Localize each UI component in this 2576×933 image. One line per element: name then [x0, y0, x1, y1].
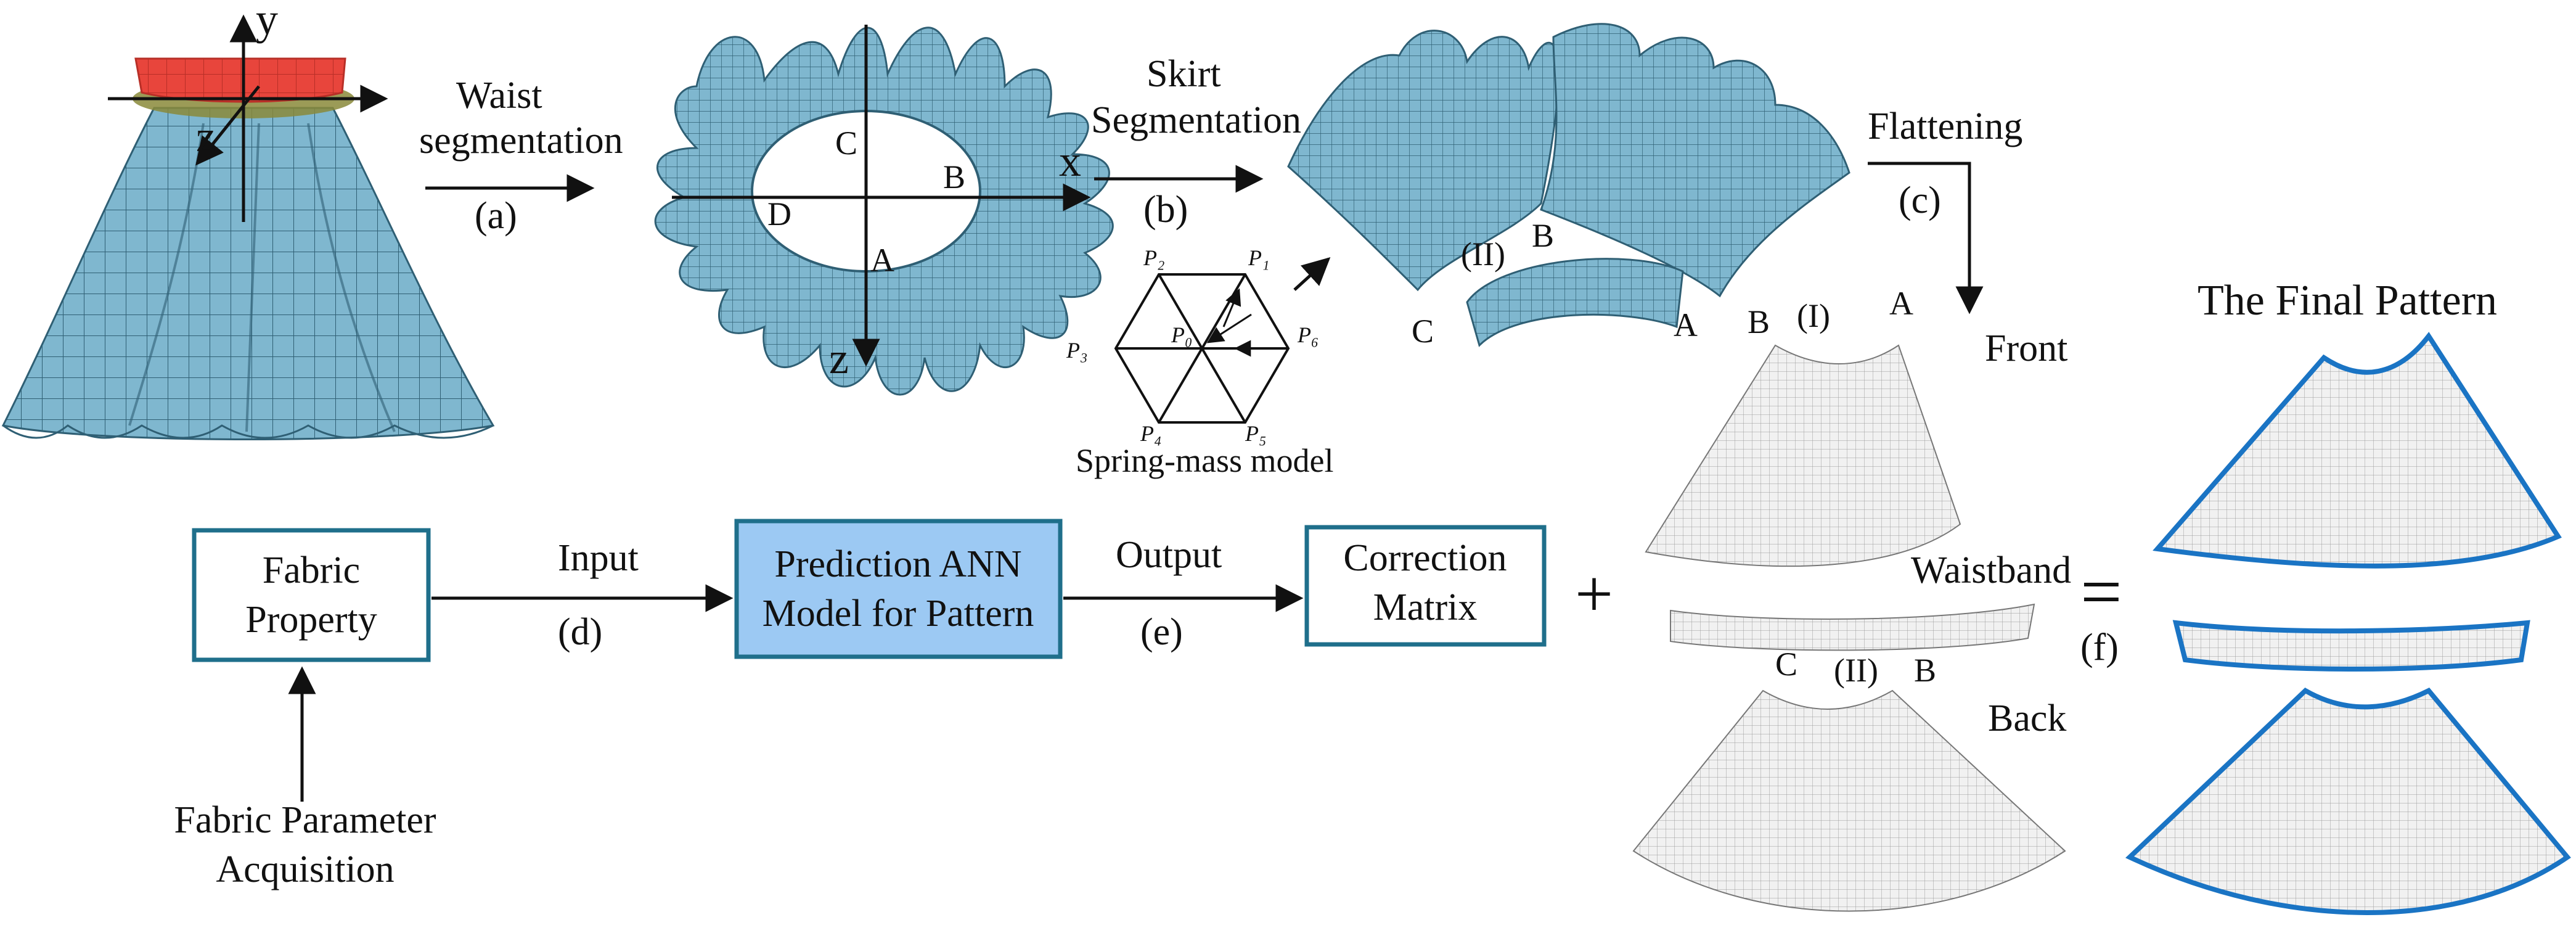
step-a: Waist segmentation (a) — [419, 75, 623, 237]
step-d-top: Input — [558, 537, 639, 579]
step-c-tag: (c) — [1899, 179, 1941, 221]
waistband-label: Waistband — [1911, 549, 2071, 591]
waist-ring-axes: C B D A x z — [672, 25, 1091, 383]
ring-point-D: D — [767, 195, 791, 232]
final-title: The Final Pattern — [2198, 277, 2497, 324]
front-point-B: B — [1748, 303, 1770, 340]
step-f-tag: (f) — [2080, 627, 2119, 668]
waist-ring-mesh — [654, 27, 1114, 396]
ann-model-box: Prediction ANN Model for Pattern — [734, 519, 1063, 659]
step-a-tag: (a) — [475, 195, 517, 237]
skirt-3d-mesh — [1, 57, 495, 440]
step-a-top: Waist — [456, 75, 542, 117]
spring-p2: P₂ — [1143, 245, 1165, 270]
front-point-A: A — [1889, 285, 1913, 322]
step-e-tag: (e) — [1140, 611, 1183, 653]
axis-y-label: y — [256, 0, 278, 44]
seg-point-B: B — [1532, 217, 1554, 254]
equals-operator: = — [2080, 551, 2122, 633]
skirt-segmented-mesh: (II) B C A — [1287, 23, 1850, 350]
ring-axis-z: z — [829, 334, 849, 383]
ann-line1: Prediction ANN — [774, 543, 1021, 585]
front-point-I: (I) — [1797, 297, 1830, 334]
ring-point-A: A — [870, 242, 894, 279]
ring-axis-x: x — [1059, 136, 1081, 186]
back-point-II: (II) — [1834, 652, 1878, 689]
plus-operator: + — [1575, 556, 1613, 631]
step-d-tag: (d) — [558, 611, 602, 653]
step-e-top: Output — [1116, 534, 1222, 576]
back-label: Back — [1988, 697, 2066, 739]
seg-point-A: A — [1674, 306, 1698, 343]
seg-point-C: C — [1412, 313, 1434, 350]
step-b-tag: (b) — [1143, 189, 1188, 231]
fabric-line2: Property — [245, 599, 377, 641]
spring-p1: P₁ — [1248, 245, 1270, 270]
spring-p6: P₆ — [1297, 323, 1319, 347]
hexagon-spring-mass: P₂ P₁ P₃ P₀ P₆ P₄ P₅ Spring-mass model — [1066, 245, 1333, 479]
step-c: Flattening (c) — [1868, 105, 2022, 314]
corr-line2: Matrix — [1373, 586, 1478, 628]
ann-line2: Model for Pattern — [763, 593, 1034, 635]
spring-p5: P₅ — [1245, 421, 1267, 446]
step-a-bottom: segmentation — [419, 120, 623, 162]
back-point-B: B — [1914, 652, 1936, 689]
spring-p0: P₀ — [1171, 323, 1193, 347]
axis-z-label: z — [196, 112, 216, 161]
acq-line1: Fabric Parameter — [174, 799, 436, 841]
step-b: Skirt Segmentation (b) — [1091, 53, 1331, 291]
seg-point-II: (II) — [1461, 236, 1505, 273]
front-label: Front — [1985, 327, 2067, 369]
fabric-line1: Fabric — [263, 549, 360, 591]
ring-point-B: B — [943, 158, 965, 195]
step-e: Output (e) — [1063, 534, 1304, 653]
step-b-top: Skirt — [1147, 53, 1221, 95]
fabric-property-box: Fabric Property — [192, 528, 431, 662]
acq-line2: Acquisition — [216, 849, 394, 890]
step-c-top: Flattening — [1868, 105, 2022, 147]
flattened-pattern: B (I) A C (II) B Front Waistband Back — [1632, 285, 2071, 912]
skirt-axes: y x z — [108, 0, 388, 222]
spring-p3: P₃ — [1066, 338, 1088, 363]
ring-point-C: C — [835, 125, 857, 162]
step-b-bottom: Segmentation — [1091, 99, 1301, 141]
step-d: Input (d) — [431, 537, 734, 653]
fabric-acquisition: Fabric Parameter Acquisition — [174, 666, 436, 890]
final-pattern: The Final Pattern — [2125, 277, 2571, 915]
corr-line1: Correction — [1343, 537, 1507, 579]
back-point-C: C — [1775, 646, 1797, 683]
spring-caption: Spring-mass model — [1076, 442, 1333, 479]
spring-p4: P₄ — [1140, 421, 1162, 446]
correction-matrix-box: Correction Matrix — [1304, 525, 1547, 647]
